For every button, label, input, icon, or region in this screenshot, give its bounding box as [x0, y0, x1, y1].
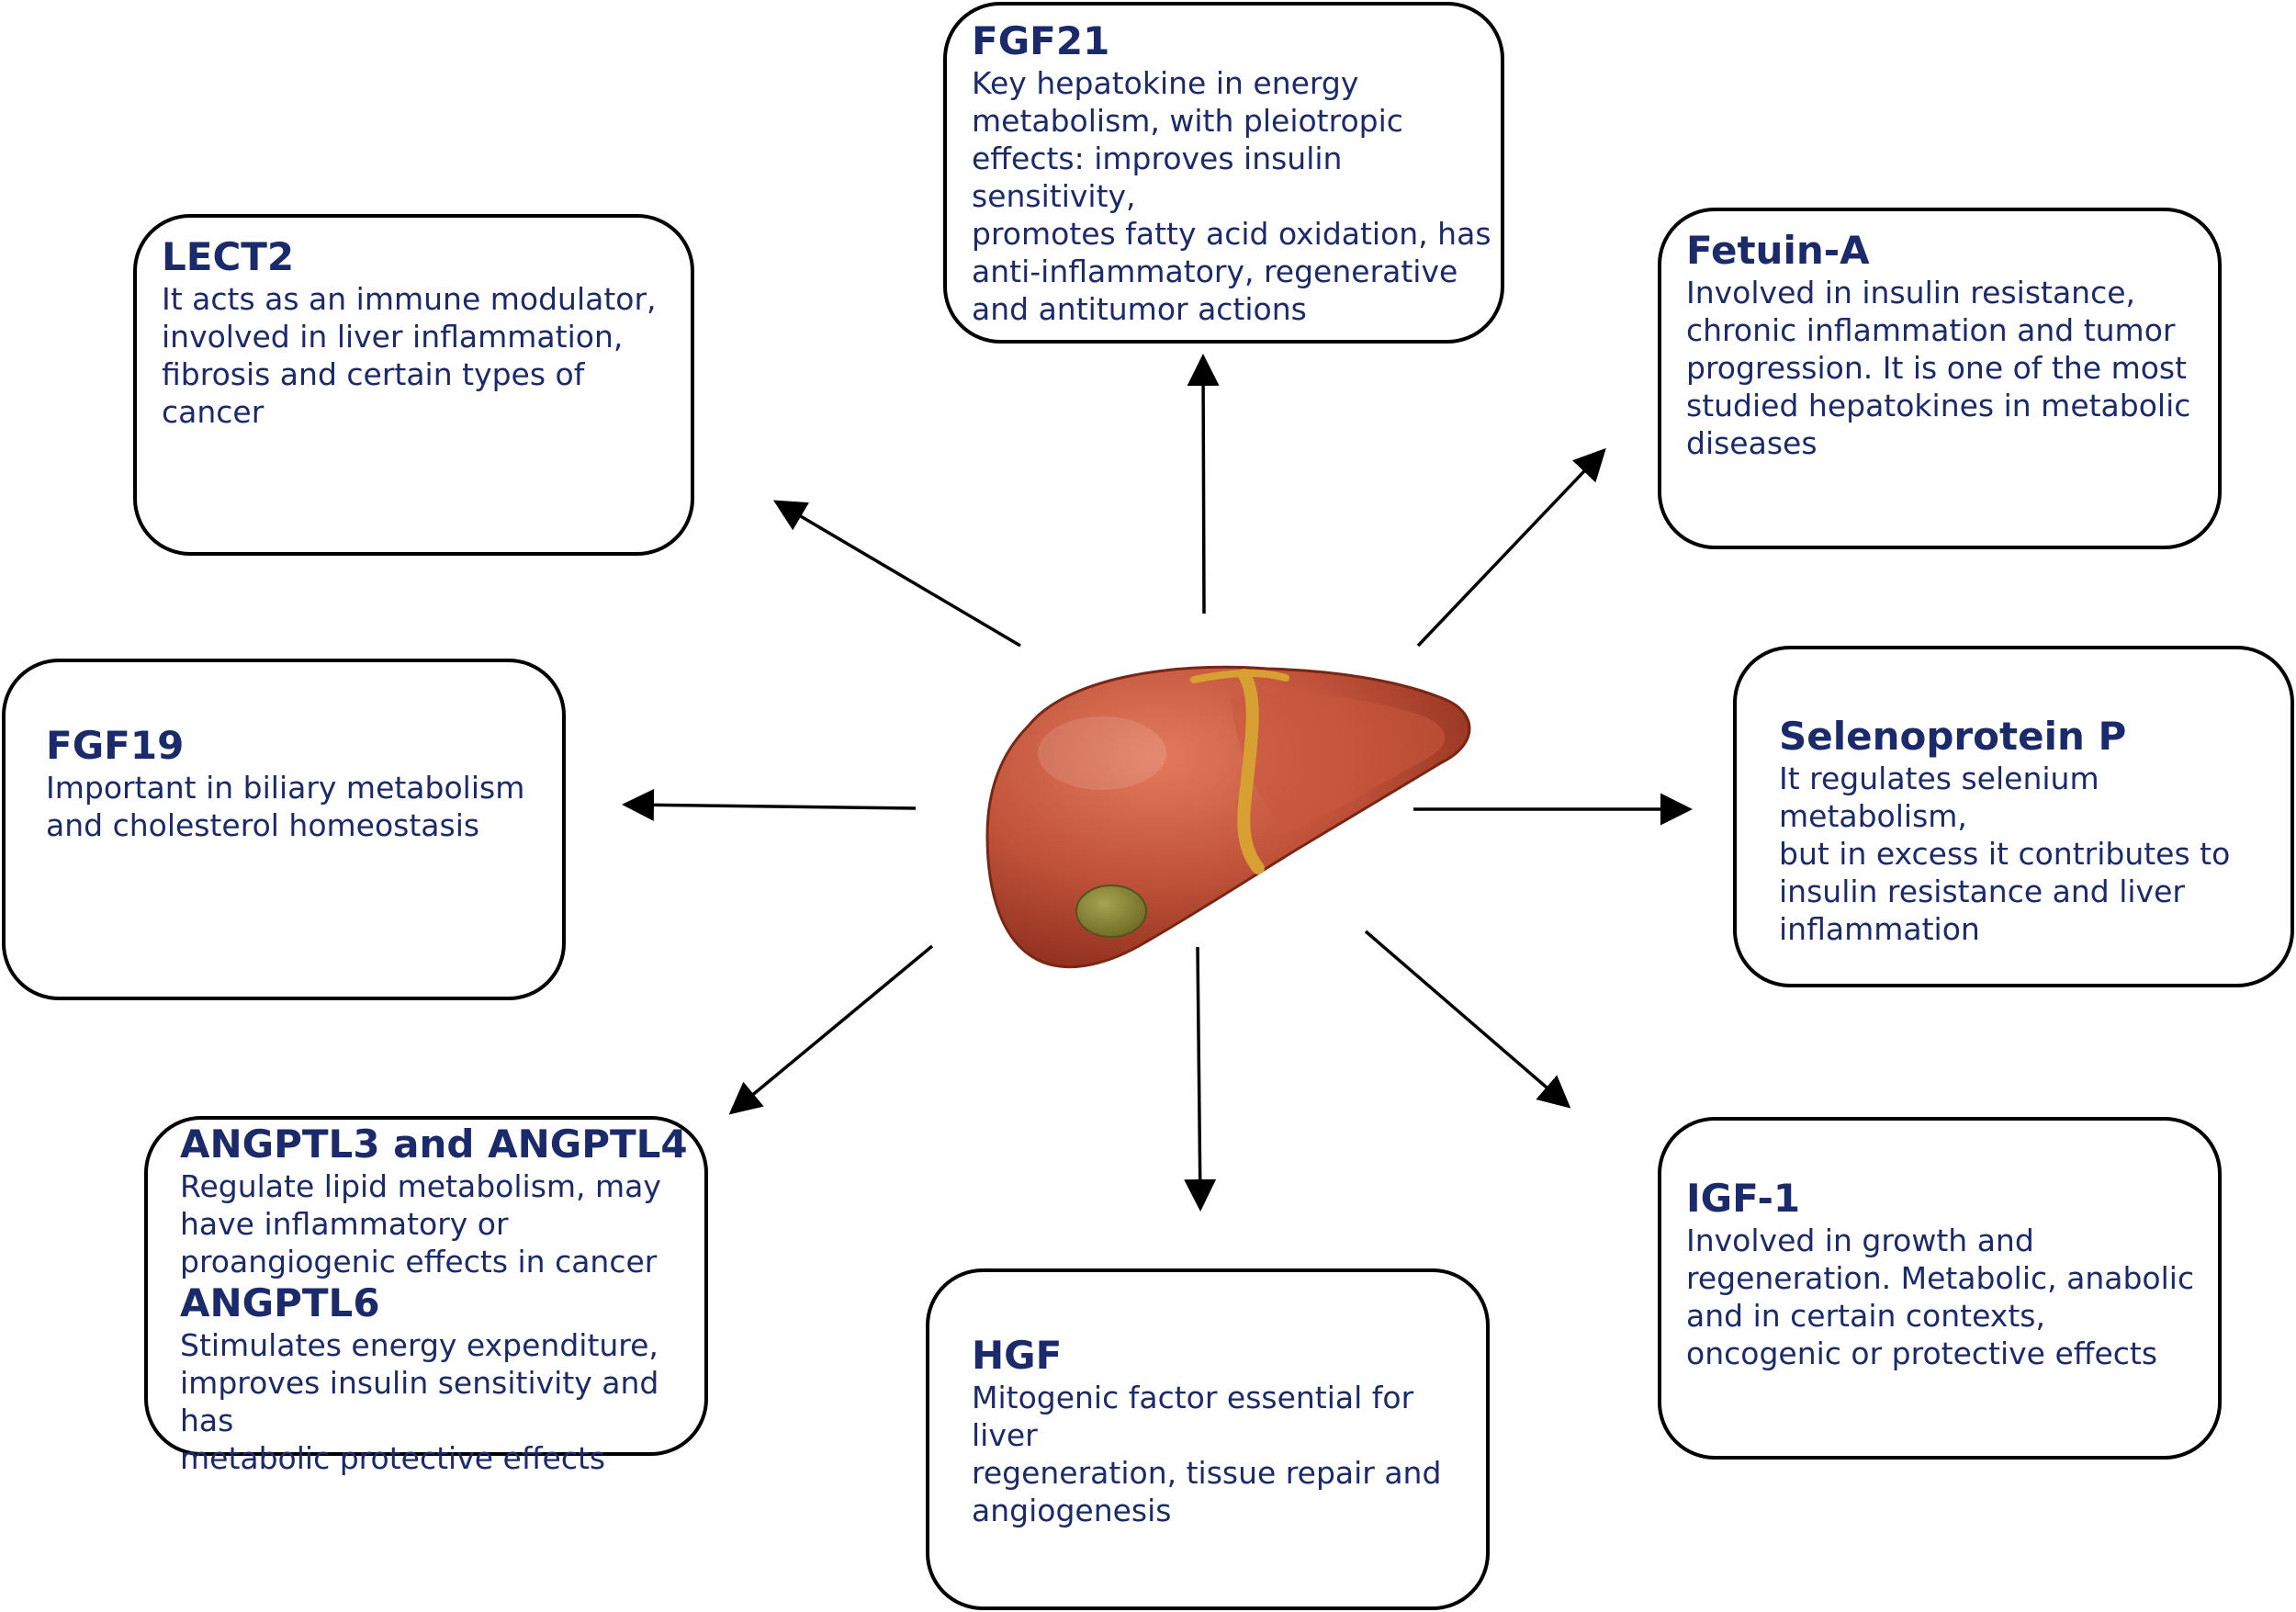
igf1-title: IGF-1: [1686, 1176, 1801, 1221]
arrow-to-fgf19: [622, 788, 917, 821]
igf1-box: IGF-1 Involved in growth and regeneratio…: [1658, 1117, 2222, 1460]
arrow-to-angptl: [728, 944, 934, 1115]
fgf19-description: Important in biliary metabolism and chol…: [46, 770, 525, 843]
fgf21-title: FGF21: [972, 18, 1110, 63]
igf1-description: Involved in growth and regeneration. Met…: [1686, 1223, 2195, 1371]
arrow-to-igf1: [1364, 930, 1571, 1109]
angptl3-4-description: Regulate lipid metabolism, may have infl…: [180, 1168, 661, 1279]
lect2-title: LECT2: [162, 234, 295, 279]
hgf-description: Mitogenic factor essential for liver reg…: [972, 1380, 1442, 1528]
hgf-box: HGF Mitogenic factor essential for liver…: [926, 1268, 1490, 1610]
fetuin-a-description: Involved in insulin resistance, chronic …: [1686, 275, 2191, 461]
fgf21-description: Key hepatokine in energy metabolism, wit…: [972, 65, 1491, 327]
arrow-to-fetuin-a: [1416, 447, 1606, 648]
fetuin-a-box: Fetuin-A Involved in insulin resistance,…: [1658, 208, 2222, 549]
selenoprotein-p-title: Selenoprotein P: [1779, 714, 2127, 759]
hgf-title: HGF: [972, 1333, 1063, 1378]
arrow-to-hgf: [1184, 946, 1217, 1212]
fgf21-box: FGF21 Key hepatokine in energy metabolis…: [943, 2, 1504, 344]
selenoprotein-p-box: Selenoprotein P It regulates selenium me…: [1733, 646, 2294, 987]
fgf19-box: FGF19 Important in biliary metabolism an…: [2, 659, 566, 1000]
fetuin-a-title: Fetuin-A: [1686, 228, 1870, 273]
lect2-description: It acts as an immune modulator, involved…: [162, 281, 657, 430]
liver-icon: [964, 643, 1479, 987]
lect2-box: LECT2 It acts as an immune modulator, in…: [133, 214, 694, 556]
liver-illustration: [985, 665, 1471, 969]
angptl-box: ANGPTL3 and ANGPTL4 Regulate lipid metab…: [144, 1116, 708, 1476]
selenoprotein-p-description: It regulates selenium metabolism, but in…: [1779, 761, 2231, 947]
angptl3-4-title: ANGPTL3 and ANGPTL4: [180, 1122, 688, 1167]
angptl6-description: Stimulates energy expenditure, improves …: [180, 1327, 659, 1476]
arrow-to-fgf21: [1187, 354, 1220, 614]
fgf19-title: FGF19: [46, 723, 185, 768]
arrow-to-lect2: [772, 500, 1021, 648]
angptl6-title: ANGPTL6: [180, 1280, 380, 1325]
